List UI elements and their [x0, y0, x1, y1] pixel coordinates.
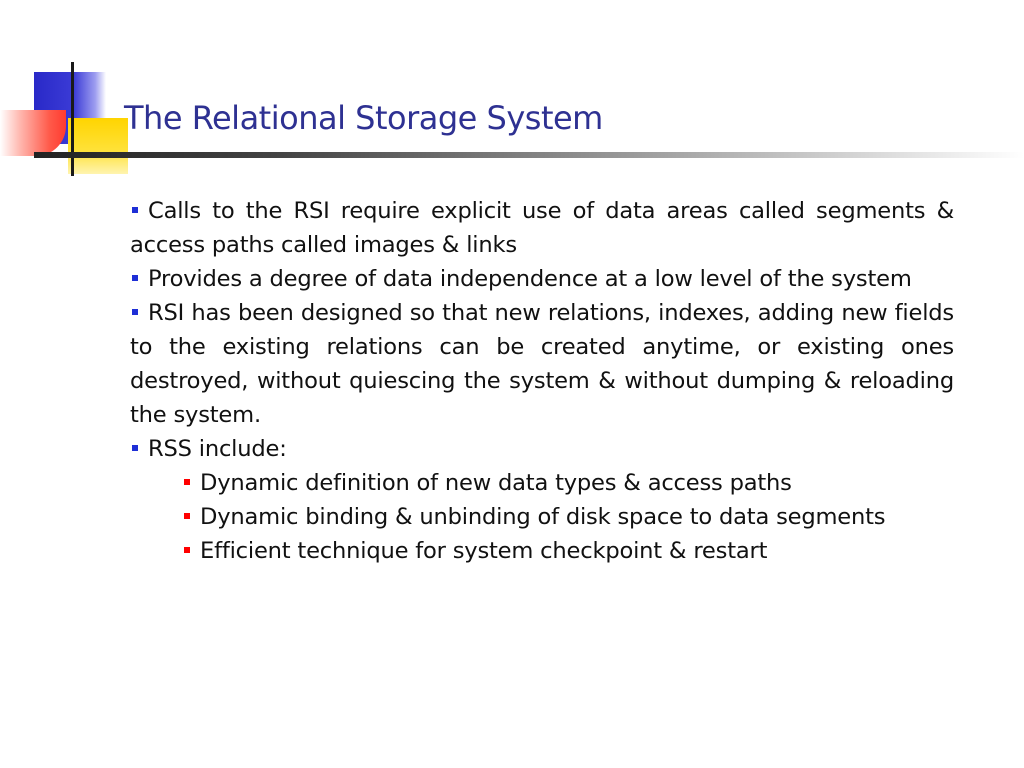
square-bullet-icon	[132, 275, 138, 281]
bullet-item-rsi-design: RSI has been designed so that new relati…	[130, 296, 954, 432]
bullet-list: Calls to the RSI require explicit use of…	[130, 194, 954, 568]
square-bullet-icon	[184, 547, 190, 553]
bullet-text: Calls to the RSI require explicit use of…	[130, 198, 954, 258]
bullet-item-rss-include: RSS include: Dynamic definition of new d…	[130, 432, 954, 568]
bullet-item-data-independence: Provides a degree of data independence a…	[130, 262, 954, 296]
square-bullet-icon	[132, 207, 138, 213]
sub-bullet-item: Dynamic definition of new data types & a…	[182, 466, 954, 500]
bullet-text: Provides a degree of data independence a…	[148, 266, 912, 292]
sub-bullet-list: Dynamic definition of new data types & a…	[130, 466, 954, 568]
slide-title: The Relational Storage System	[124, 99, 603, 137]
square-bullet-icon	[132, 309, 138, 315]
decor-vertical-line	[71, 62, 74, 176]
square-bullet-icon	[184, 479, 190, 485]
title-underline	[34, 152, 1024, 158]
sub-bullet-item: Efficient technique for system checkpoin…	[182, 534, 954, 568]
bullet-item-rsi-calls: Calls to the RSI require explicit use of…	[130, 194, 954, 262]
sub-bullet-text: Dynamic definition of new data types & a…	[200, 470, 792, 496]
bullet-text: RSS include:	[148, 436, 287, 462]
decor-yellow-square	[68, 118, 128, 174]
sub-bullet-text: Efficient technique for system checkpoin…	[200, 538, 768, 564]
sub-bullet-item: Dynamic binding & unbinding of disk spac…	[182, 500, 954, 534]
sub-bullet-text: Dynamic binding & unbinding of disk spac…	[200, 504, 886, 530]
square-bullet-icon	[132, 445, 138, 451]
decor-red-shape	[0, 110, 66, 156]
square-bullet-icon	[184, 513, 190, 519]
bullet-text: RSI has been designed so that new relati…	[130, 300, 954, 428]
